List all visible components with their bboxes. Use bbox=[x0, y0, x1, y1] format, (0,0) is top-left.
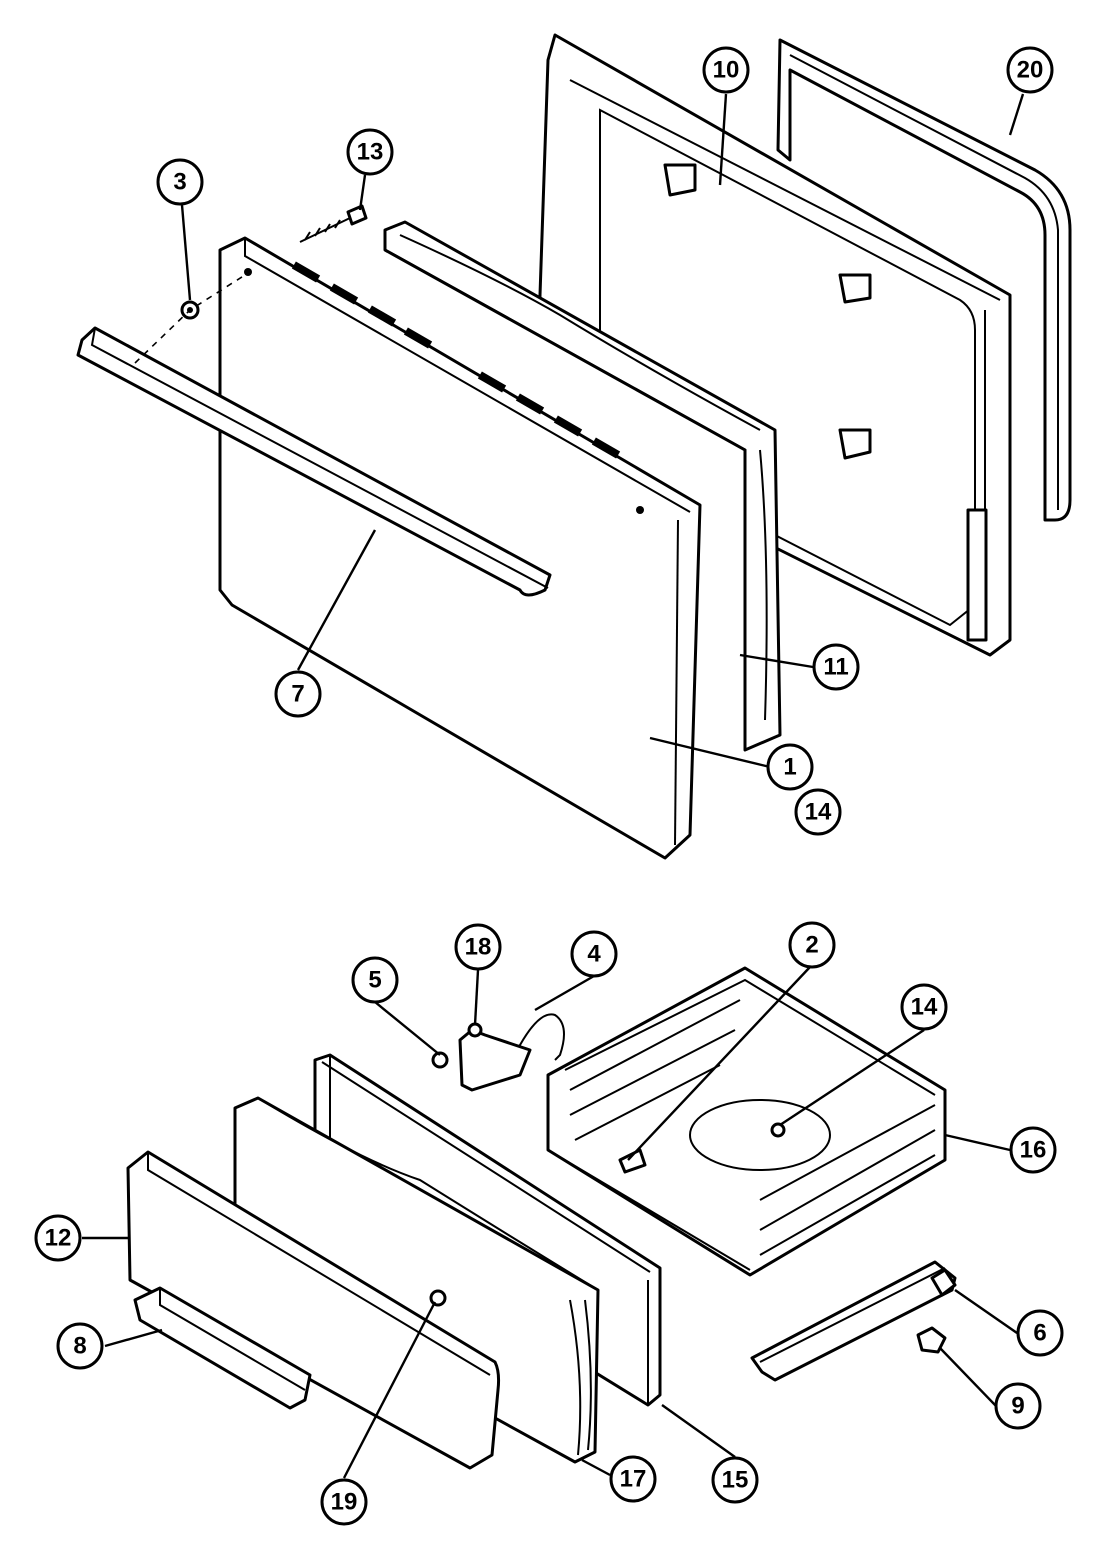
inner-door-liner bbox=[538, 33, 1012, 657]
callout-label-18: 18 bbox=[465, 934, 492, 961]
bracket-18 bbox=[458, 1022, 532, 1092]
callout-label-14-door: 14 bbox=[805, 799, 832, 826]
leader-lines bbox=[82, 93, 1025, 1479]
drawer-handle bbox=[133, 1286, 312, 1410]
callout-label-15: 15 bbox=[722, 1467, 749, 1494]
clip-9 bbox=[916, 1326, 947, 1354]
callout-16: 16 bbox=[1009, 1126, 1057, 1174]
callout-9: 9 bbox=[994, 1382, 1042, 1430]
screw-13 bbox=[299, 204, 368, 243]
hinge-bracket-bottom bbox=[838, 428, 872, 460]
callout-label-19: 19 bbox=[331, 1489, 358, 1516]
drawer-body bbox=[546, 966, 947, 1277]
hinge-bracket-middle bbox=[838, 273, 872, 304]
drawer-front bbox=[126, 1150, 501, 1470]
callout-11: 11 bbox=[812, 643, 860, 691]
latch-strip bbox=[966, 508, 988, 642]
callout-7: 7 bbox=[274, 670, 322, 718]
callout-label-2: 2 bbox=[805, 932, 818, 959]
callout-17: 17 bbox=[609, 1455, 657, 1503]
door-handle bbox=[76, 326, 552, 597]
callout-14-door: 14 bbox=[794, 788, 842, 836]
callout-5: 5 bbox=[351, 956, 399, 1004]
callout-label-9: 9 bbox=[1011, 1393, 1024, 1420]
callout-2: 2 bbox=[788, 921, 836, 969]
assembly-guide-line bbox=[134, 274, 246, 364]
callout-15: 15 bbox=[711, 1456, 759, 1504]
callout-18: 18 bbox=[454, 923, 502, 971]
nut-5 bbox=[431, 1051, 449, 1069]
drawer-screw-14 bbox=[770, 1122, 786, 1138]
callout-label-4: 4 bbox=[587, 941, 601, 968]
callout-14-drawer: 14 bbox=[900, 983, 948, 1031]
callout-label-6: 6 bbox=[1033, 1320, 1046, 1347]
callout-label-11: 11 bbox=[823, 654, 848, 681]
callout-8: 8 bbox=[56, 1322, 104, 1370]
callout-label-7: 7 bbox=[291, 681, 304, 708]
vent-slots bbox=[291, 261, 621, 459]
callout-label-17: 17 bbox=[620, 1466, 647, 1493]
door-gasket bbox=[776, 38, 1072, 522]
callout-19: 19 bbox=[320, 1478, 368, 1526]
drawer-slide-rail bbox=[750, 1260, 957, 1382]
callout-1: 1 bbox=[766, 743, 814, 791]
callout-label-14-drawer: 14 bbox=[911, 994, 938, 1021]
callout-label-12: 12 bbox=[45, 1225, 72, 1252]
callout-20: 20 bbox=[1006, 46, 1054, 94]
callout-6: 6 bbox=[1016, 1309, 1064, 1357]
callout-label-1: 1 bbox=[783, 754, 796, 781]
callout-label-13: 13 bbox=[357, 139, 384, 166]
callout-3: 3 bbox=[156, 158, 204, 206]
callout-13: 13 bbox=[346, 128, 394, 176]
callout-10: 10 bbox=[702, 46, 750, 94]
callout-label-5: 5 bbox=[368, 967, 381, 994]
callout-12: 12 bbox=[34, 1214, 82, 1262]
hinge-bracket-top bbox=[663, 163, 697, 197]
callout-4: 4 bbox=[570, 930, 618, 978]
callout-label-8: 8 bbox=[73, 1333, 86, 1360]
screw-19 bbox=[429, 1289, 447, 1307]
callout-label-16: 16 bbox=[1020, 1137, 1047, 1164]
callout-label-3: 3 bbox=[173, 169, 186, 196]
callout-label-20: 20 bbox=[1017, 57, 1044, 84]
callout-label-10: 10 bbox=[713, 57, 740, 84]
